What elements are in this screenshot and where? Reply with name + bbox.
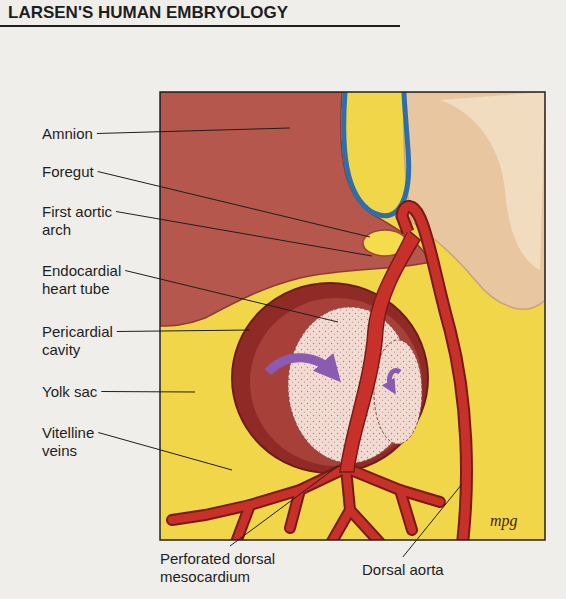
heart-tube-vessel [340,230,420,472]
vitelline-veins [172,468,440,540]
part-label: Yolk sac [42,383,97,401]
heart-tube-lobe [374,340,422,444]
part-label: Dorsal aorta [362,561,444,579]
leader-line [98,172,370,238]
part-label: Amnion [42,125,93,143]
leader-line [101,391,195,393]
leader-line [230,466,338,546]
leader-line [117,330,250,332]
head-highlight [440,92,545,270]
leader-line [116,212,372,257]
part-label: First aortic arch [42,203,142,239]
part-label: Vitelline veins [42,424,122,460]
head-fold [404,92,545,309]
part-label: Pericardial cavity [42,323,142,359]
part-label: Endocardial heart tube [42,262,147,298]
yolk-sac-ground [160,92,545,540]
header-rule [0,25,400,27]
pericardial-cavity [232,283,428,473]
part-label: Perforated dorsal mesocardium [160,550,300,586]
leader-line [98,433,232,471]
fold-arrow [268,358,332,372]
part-label: Foregut [42,163,94,181]
fold-arrow [390,370,400,388]
vein-outline [172,468,440,540]
pericardial-inner [250,298,422,466]
leader-line [403,484,462,557]
leader-line [97,128,290,134]
artist-signature: mpg [490,512,518,530]
leader-line [125,271,338,323]
amnion-line [344,92,409,216]
figure-frame [160,92,545,540]
running-header: LARSEN'S HUMAN EMBRYOLOGY [8,4,288,22]
